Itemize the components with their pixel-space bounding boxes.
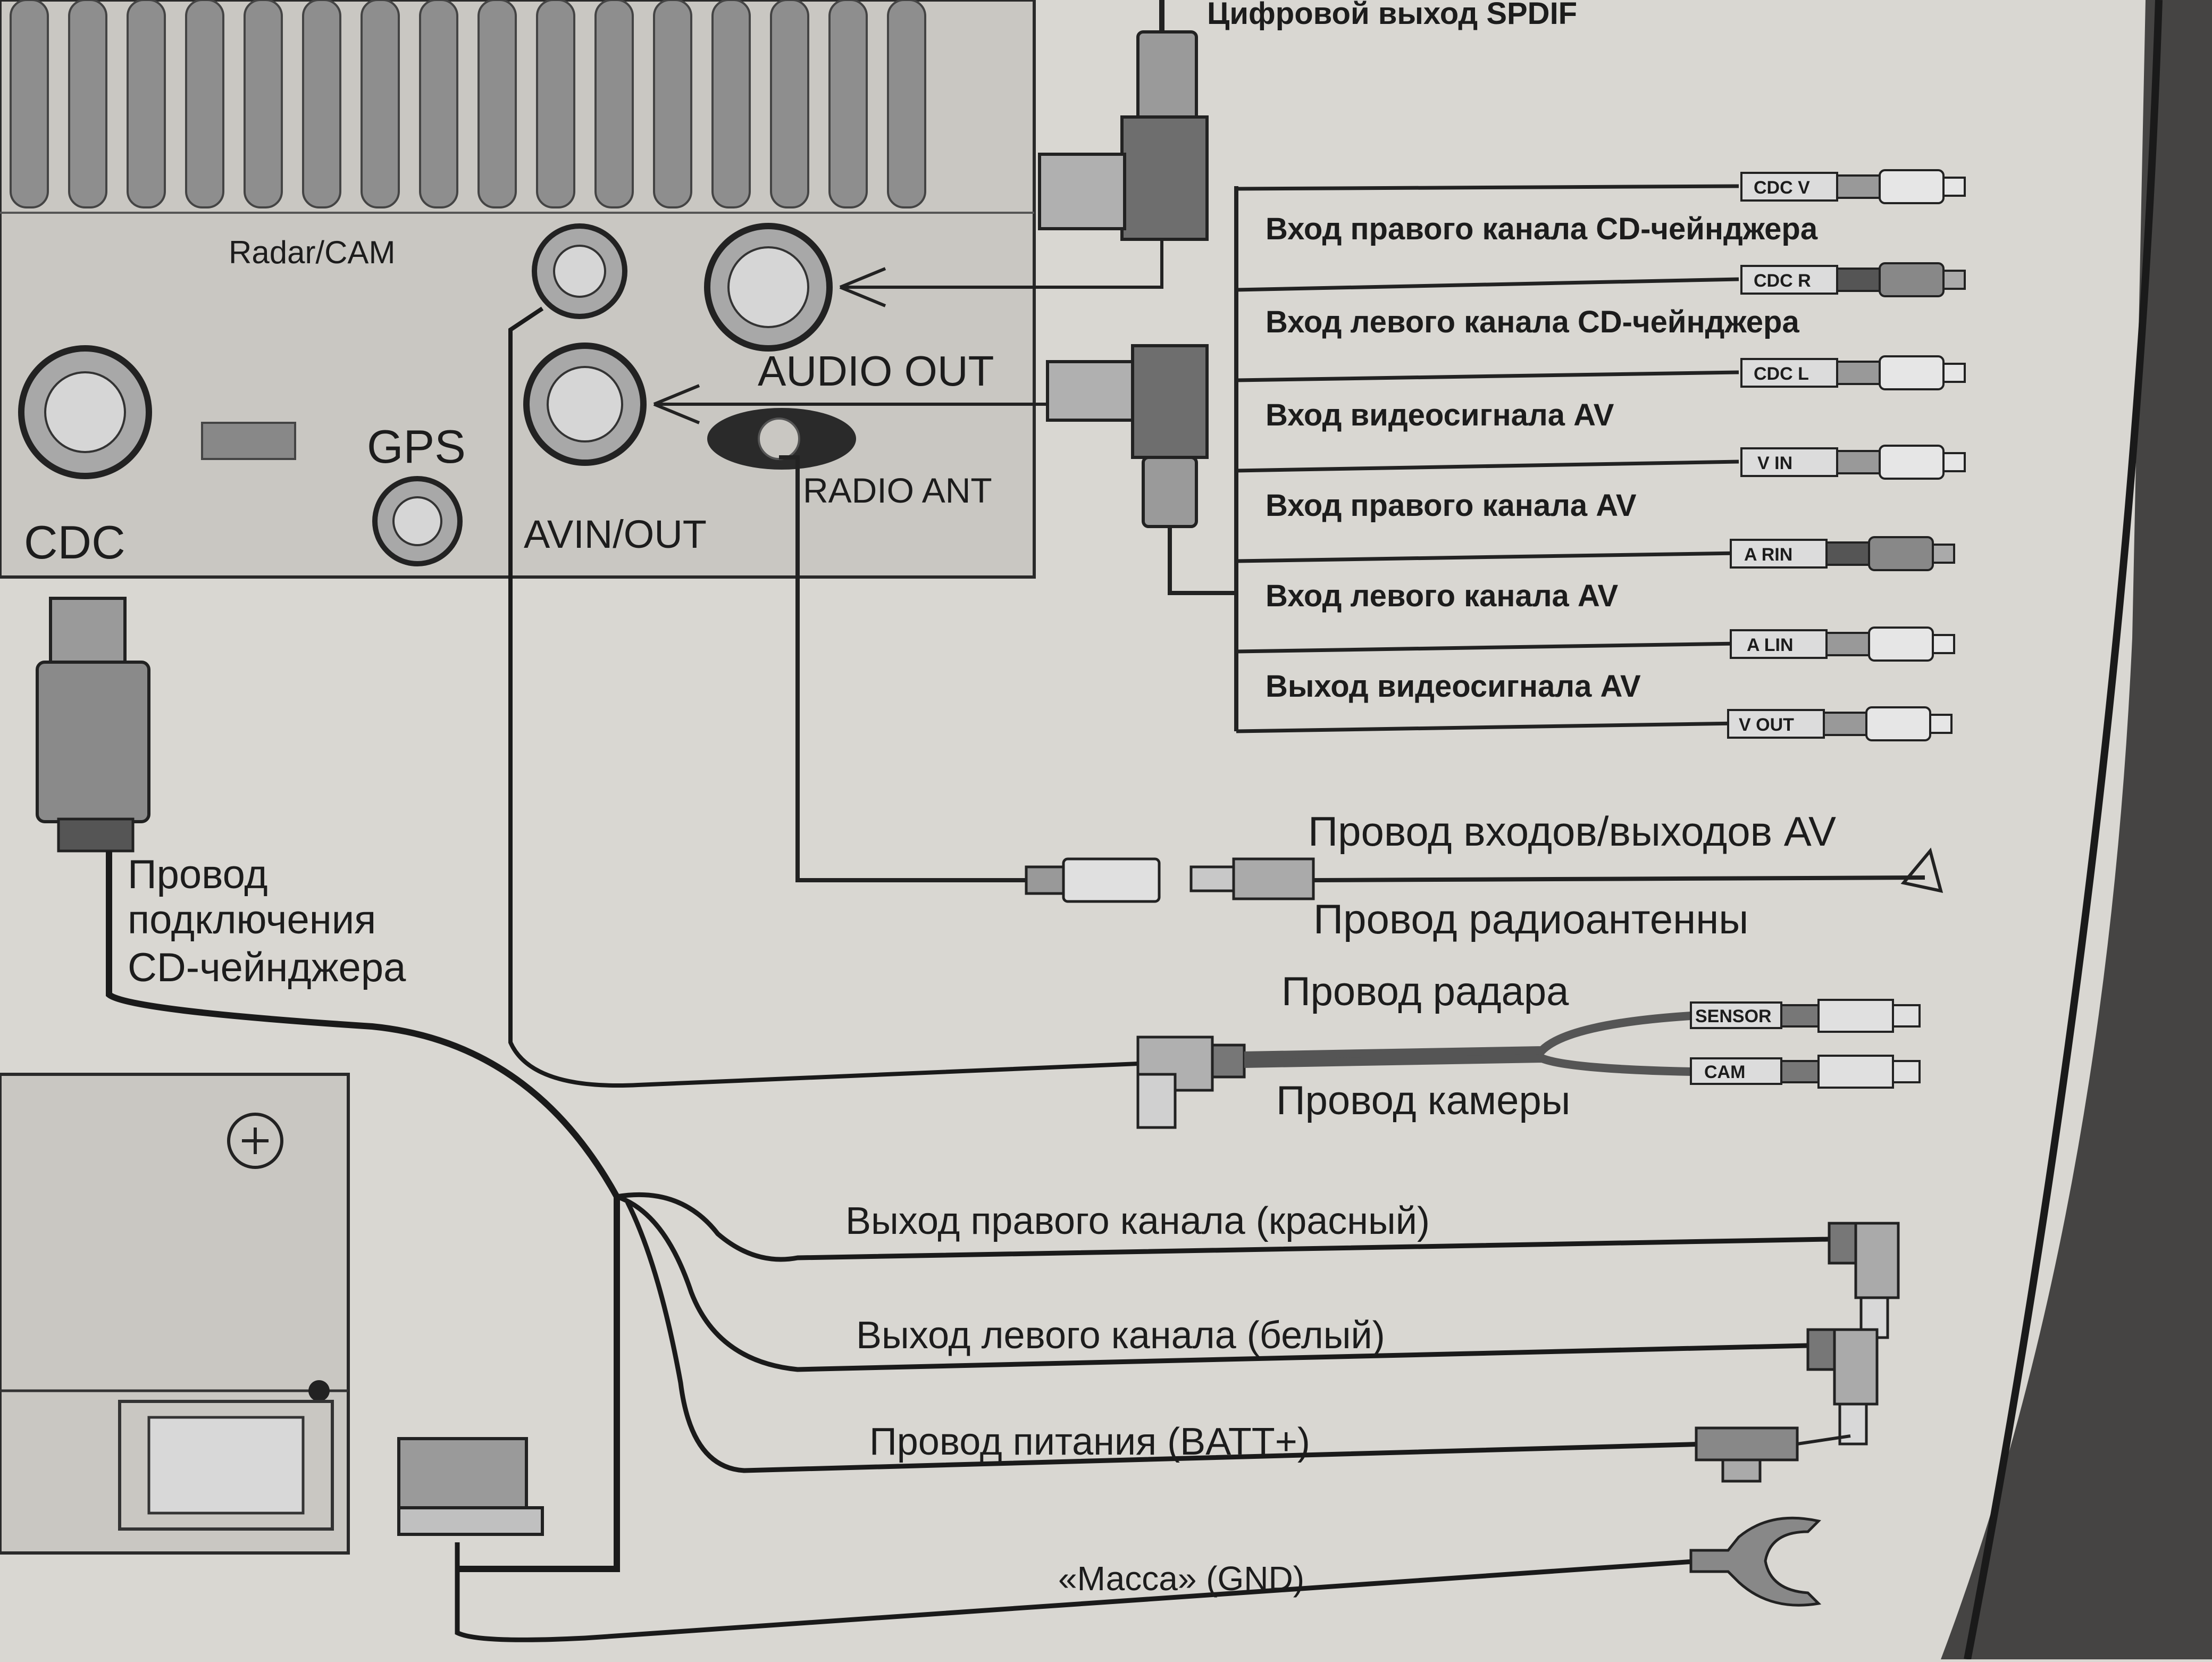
audio-out-label: AUDIO OUT: [758, 347, 994, 395]
av-channel-label-2: Вход видеосигнала AV: [1266, 398, 1614, 432]
svg-text:A RIN: A RIN: [1744, 545, 1792, 565]
ground-wire-label: «Масса» (GND): [1058, 1559, 1304, 1598]
svg-text:CDC L: CDC L: [1754, 364, 1809, 384]
av-tag-1: CDC R: [1740, 262, 1966, 297]
radar-cam-label: Radar/CAM: [229, 235, 395, 270]
av-tag-2: CDC L: [1740, 355, 1966, 390]
spdif-connector: [1038, 0, 1209, 241]
av-channel-label-5: Выход видеосигнала AV: [1266, 669, 1641, 704]
svg-text:CDC R: CDC R: [1754, 271, 1811, 291]
av-channel-lines: [1236, 184, 1739, 733]
radio-ant-port: [707, 408, 856, 470]
spdif-label: Цифровой выход SPDIF: [1207, 0, 1577, 31]
lower-chassis: [0, 1073, 350, 1555]
panel-slot: [201, 422, 296, 460]
svg-text:CAM: CAM: [1704, 1062, 1745, 1082]
av-tag-6: V OUT: [1727, 706, 1953, 741]
radar-cam-port: [532, 223, 627, 319]
svg-text:A LIN: A LIN: [1747, 635, 1794, 655]
av-io-cable-label: Провод входов/выходов AV: [1308, 808, 1836, 855]
cam-tag: CAM: [1690, 1055, 1921, 1089]
svg-text:V IN: V IN: [1757, 453, 1792, 473]
output-wires: [455, 1192, 1830, 1642]
av-tag-3: V IN: [1740, 445, 1966, 480]
av-channel-label-3: Вход правого канала AV: [1266, 488, 1637, 523]
svg-text:CDC V: CDC V: [1754, 178, 1810, 198]
radar-cable-label: Провод радара: [1281, 969, 1569, 1014]
av-channel-label-0: Вход правого канала CD-чейнджера: [1266, 212, 1818, 246]
av-tag-4: A RIN: [1730, 536, 1955, 571]
cdc-port: [18, 345, 152, 479]
radar-cam-splitter: [1136, 1035, 1246, 1129]
audio-out-port: [704, 223, 833, 352]
cdc-cable-label-line1: Провод: [128, 852, 268, 897]
antenna-plug: [1025, 857, 1315, 903]
sensor-tag: SENSOR: [1690, 999, 1921, 1033]
cdc-cable-connector: [36, 597, 150, 853]
radio-ant-label: RADIO ANT: [803, 471, 992, 510]
power-connector: [1695, 1426, 1851, 1483]
av-harness-connector: [1046, 344, 1209, 528]
av-tag-0: CDC V: [1740, 169, 1966, 204]
right-channel-output-label: Выход правого канала (красный): [845, 1200, 1430, 1242]
camera-cable-label: Провод камеры: [1276, 1078, 1570, 1123]
power-wire-label: Провод питания (BATT+): [869, 1421, 1310, 1463]
svg-text:SENSOR: SENSOR: [1695, 1006, 1772, 1026]
av-channel-label-1: Вход левого канала CD-чейнджера: [1266, 305, 1799, 339]
left-channel-output-label: Выход левого канала (белый): [856, 1314, 1385, 1357]
avin-out-port: [523, 343, 647, 466]
cdc-cable-label-line3: CD-чейнджера: [128, 945, 406, 990]
av-tag-5: A LIN: [1730, 627, 1955, 662]
rca-right-plug: [1828, 1222, 1900, 1339]
av-channel-label-4: Вход левого канала AV: [1266, 579, 1618, 613]
gps-label: GPS: [367, 420, 466, 473]
ground-fork-icon: [1689, 1516, 1822, 1607]
gps-port: [372, 476, 463, 566]
cdc-cable-label-line2: подключения: [128, 897, 376, 942]
svg-text:V OUT: V OUT: [1739, 715, 1794, 735]
radio-antenna-cable-label: Провод радиоантенны: [1313, 896, 1748, 942]
heatsink-fins: [10, 0, 926, 208]
iso-connector: [397, 1437, 544, 1536]
rca-left-plug: [1806, 1328, 1879, 1446]
avin-out-label: AVIN/OUT: [524, 512, 707, 556]
cdc-label: CDC: [24, 516, 125, 569]
